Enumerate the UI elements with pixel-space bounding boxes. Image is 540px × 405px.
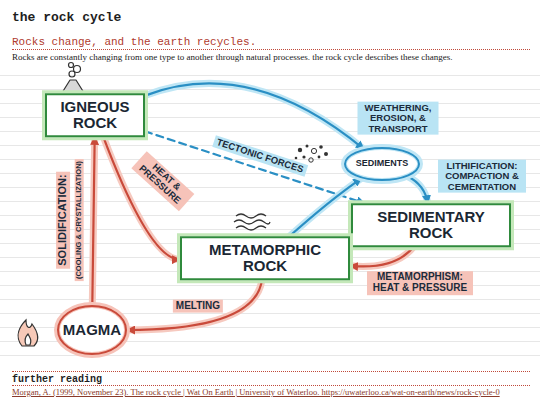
arrow-stroke [127,280,262,330]
rock-box: SEDIMENTARY ROCK [351,203,511,247]
ellipse-node: MAGMA [57,305,127,355]
flame-icon [18,320,37,346]
dotted-rule [12,371,530,372]
cycle-arrow [92,137,94,305]
sediment-dots [295,145,328,163]
cycle-arrow [350,247,414,267]
highlight-stroke [145,83,364,149]
node-label: METAMORPHIC ROCK [190,242,340,274]
process-label: WEATHERING, EROSION, & TRANSPORT [358,102,439,135]
cycle-arrow [145,83,364,149]
ellipse-border [58,306,126,354]
foliation-lines [234,214,270,230]
highlight-stroke [350,247,414,267]
citation: Morgan, A. (1999, November 23). The rock… [12,388,534,398]
node-label: SEDIMENTARY ROCK [361,209,501,241]
ellipse-glow [344,147,420,181]
cycle-arrow [127,280,262,330]
page-title: the rock cycle [12,10,121,25]
process-label: SOLIDIFICATION: [56,171,70,268]
highlight-stroke [408,177,428,204]
process-label: METAMORPHISM: HEAT & PRESSURE [367,271,473,295]
volcano-icon [60,63,86,97]
arrow-stroke [92,137,94,305]
subtitle: Rocks change, and the earth recycles. [12,36,256,49]
section-heading: further reading [12,374,102,386]
process-label: TECTONIC FORCES [212,135,308,177]
highlight-stroke [127,280,262,330]
dotted-rule [12,385,530,386]
process-label: MELTING [173,300,223,313]
arrow-stroke [145,83,364,149]
process-note: (COOLING & CRYSTALLIZATION) [75,159,84,281]
ellipse-node: SEDIMENTS [344,147,420,181]
ellipse-glow [57,305,127,355]
dotted-rule [12,49,530,50]
arrow-stroke [350,247,414,267]
node-label: IGNEOUS ROCK [55,99,135,131]
node-label: SEDIMENTS [356,159,409,168]
process-label: LITHIFICATION: COMPACTION & CEMENTATION [438,160,526,193]
ellipse-border [345,148,419,180]
intro-text: Rocks are constantly changing from one t… [12,52,532,62]
arrow-stroke [408,177,428,204]
highlight-stroke [92,137,94,305]
rock-box: METAMORPHIC ROCK [180,236,350,280]
rock-box: IGNEOUS ROCK [45,93,145,137]
process-label: HEAT & PRESSURE [132,151,195,211]
cycle-arrow [408,177,428,204]
node-label: MAGMA [63,322,121,338]
